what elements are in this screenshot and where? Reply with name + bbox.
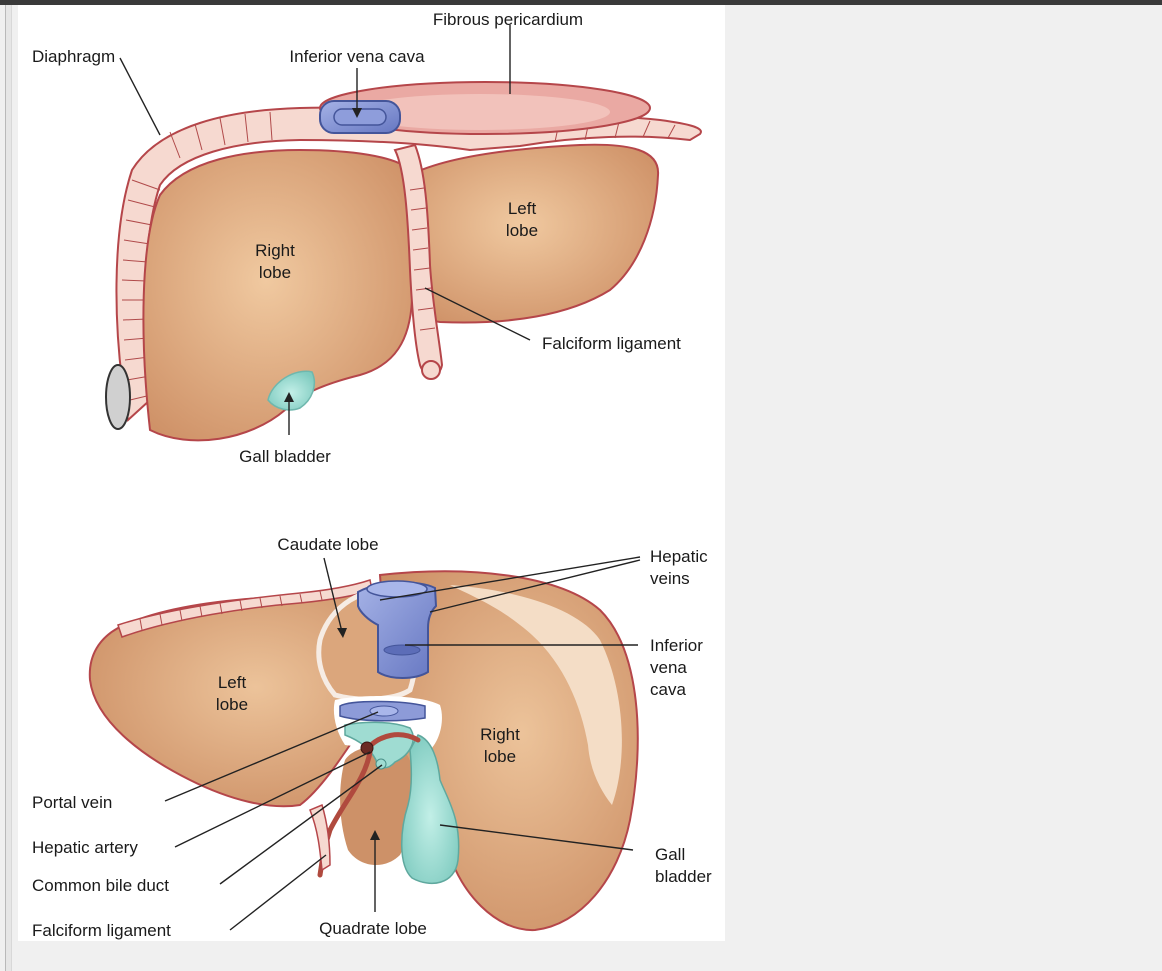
label-gall-bladder-bottom-1: Gall [655, 845, 685, 864]
label-left-lobe-bottom-2: lobe [216, 695, 248, 714]
label-inferior-vena-cava-top: Inferior vena cava [289, 47, 425, 66]
top-view: Fibrous pericardium Diaphragm Inferior v… [32, 10, 701, 466]
label-gall-bladder-bottom-2: bladder [655, 867, 712, 886]
label-ivc-bottom-1: Inferior [650, 636, 703, 655]
label-portal-vein: Portal vein [32, 793, 112, 812]
label-common-bile-duct: Common bile duct [32, 876, 169, 895]
label-gall-bladder-top: Gall bladder [239, 447, 331, 466]
label-falciform-ligament-top: Falciform ligament [542, 334, 681, 353]
label-ivc-bottom-3: cava [650, 680, 686, 699]
label-left-lobe-bottom-1: Left [218, 673, 247, 692]
label-diaphragm: Diaphragm [32, 47, 115, 66]
label-quadrate-lobe: Quadrate lobe [319, 919, 427, 938]
label-right-lobe-bottom-2: lobe [484, 747, 516, 766]
label-fibrous-pericardium: Fibrous pericardium [433, 10, 583, 29]
bottom-view: Caudate lobe Hepatic veins Inferior vena… [32, 535, 712, 940]
label-ivc-bottom-2: vena [650, 658, 687, 677]
label-left-lobe-top-2: lobe [506, 221, 538, 240]
label-hepatic-veins-1: Hepatic [650, 547, 708, 566]
side-tissue-shape [106, 365, 130, 429]
label-hepatic-artery: Hepatic artery [32, 838, 138, 857]
label-right-lobe-top-1: Right [255, 241, 295, 260]
label-left-lobe-top-1: Left [508, 199, 537, 218]
label-right-lobe-top-2: lobe [259, 263, 291, 282]
label-falciform-ligament-bottom: Falciform ligament [32, 921, 171, 940]
label-caudate-lobe: Caudate lobe [277, 535, 378, 554]
label-right-lobe-bottom-1: Right [480, 725, 520, 744]
label-hepatic-veins-2: veins [650, 569, 690, 588]
